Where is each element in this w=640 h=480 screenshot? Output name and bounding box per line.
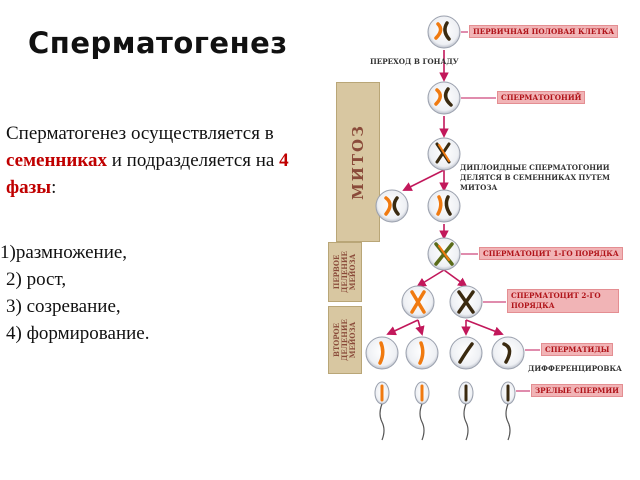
- diagram-drawing: [365, 15, 540, 441]
- cell-mitosis-right: [427, 189, 461, 223]
- intro-paragraph: Сперматогенез осуществляется в семенника…: [6, 120, 316, 201]
- note-transition-to-gonad: ПЕРЕХОД В ГОНАДУ: [370, 57, 459, 66]
- arrow-meiosis-1-right: [443, 269, 468, 288]
- spermatogenesis-diagram: МИТОЗ ПЕРВОЕ ДЕЛЕНИЕ МЕЙОЗА ВТОРОЕ ДЕЛЕН…: [326, 10, 640, 465]
- sperm-cell-3: [458, 381, 474, 441]
- intro-highlight-phases: 4 фазы: [6, 150, 289, 198]
- cell-spermatid-4: [491, 336, 525, 370]
- phase-item-2: 2) рост,: [6, 269, 67, 290]
- cell-mitosis-dividing: [427, 137, 461, 171]
- cell-spermatogonium: [427, 81, 461, 115]
- intro-text-3: :: [51, 177, 57, 198]
- phase-item-4: 4) формирование.: [6, 323, 150, 344]
- note-differentiation: ДИФФЕРЕНЦИРОВКА: [528, 364, 622, 373]
- phase-item-3: 3) созревание,: [6, 296, 121, 317]
- intro-highlight-testes: семенниках: [6, 150, 107, 171]
- sperm-cell-2: [414, 381, 430, 441]
- tag-spermatogonium: СПЕРМАТОГОНИЙ: [497, 91, 586, 104]
- cell-spermatocyte-2-right: [449, 285, 483, 319]
- side-label-second-division: ВТОРОЕ ДЕЛЕНИЕ МЕЙОЗА: [328, 306, 362, 374]
- tag-spermatocyte-2: СПЕРМАТОЦИТ 2-ГО ПОРЯДКА: [507, 289, 619, 313]
- arrow-meiosis-1-left: [416, 269, 445, 288]
- cell-spermatid-2: [405, 336, 439, 370]
- arrow-mitosis-left: [402, 169, 445, 191]
- tag-connectors: [461, 31, 540, 392]
- arrow-meiosis-2-b: [415, 319, 425, 336]
- tag-spermatids: СПЕРМАТИДЫ: [541, 343, 614, 356]
- side-label-first-division: ПЕРВОЕ ДЕЛЕНИЕ МЕЙОЗА: [328, 242, 362, 302]
- sperm-cell-1: [374, 381, 390, 441]
- cell-primary: [427, 15, 461, 49]
- arrows: [386, 50, 504, 336]
- cell-spermatid-3: [449, 336, 483, 370]
- cell-spermatocyte-2-left: [401, 285, 435, 319]
- sperm-cell-4: [500, 381, 516, 441]
- cell-spermatid-1: [365, 336, 399, 370]
- tag-spermatocyte-1: СПЕРМАТОЦИТ 1-ГО ПОРЯДКА: [479, 247, 623, 260]
- tag-primary-germ-cell: ПЕРВИЧНАЯ ПОЛОВАЯ КЛЕТКА: [469, 25, 619, 38]
- arrow-meiosis-2-a: [386, 319, 419, 336]
- intro-text-2: и подразделяется на: [106, 150, 280, 171]
- note-diploid-spermatogonia: ДИПЛОИДНЫЕ СПЕРМАТОГОНИИ ДЕЛЯТСЯ В СЕМЕН…: [460, 163, 610, 192]
- cell-spermatocyte-1: [427, 237, 461, 271]
- slide-title: Сперматогенез: [28, 26, 288, 60]
- side-label-mitosis: МИТОЗ: [336, 82, 380, 242]
- tag-mature-sperm: ЗРЕЛЫЕ СПЕРМИИ: [531, 384, 623, 397]
- intro-text-1: Сперматогенез осуществляется в: [6, 123, 274, 144]
- cell-mitosis-left: [375, 189, 409, 223]
- phase-item-1: 1)размножение,: [0, 242, 128, 263]
- arrow-meiosis-2-d: [465, 319, 504, 336]
